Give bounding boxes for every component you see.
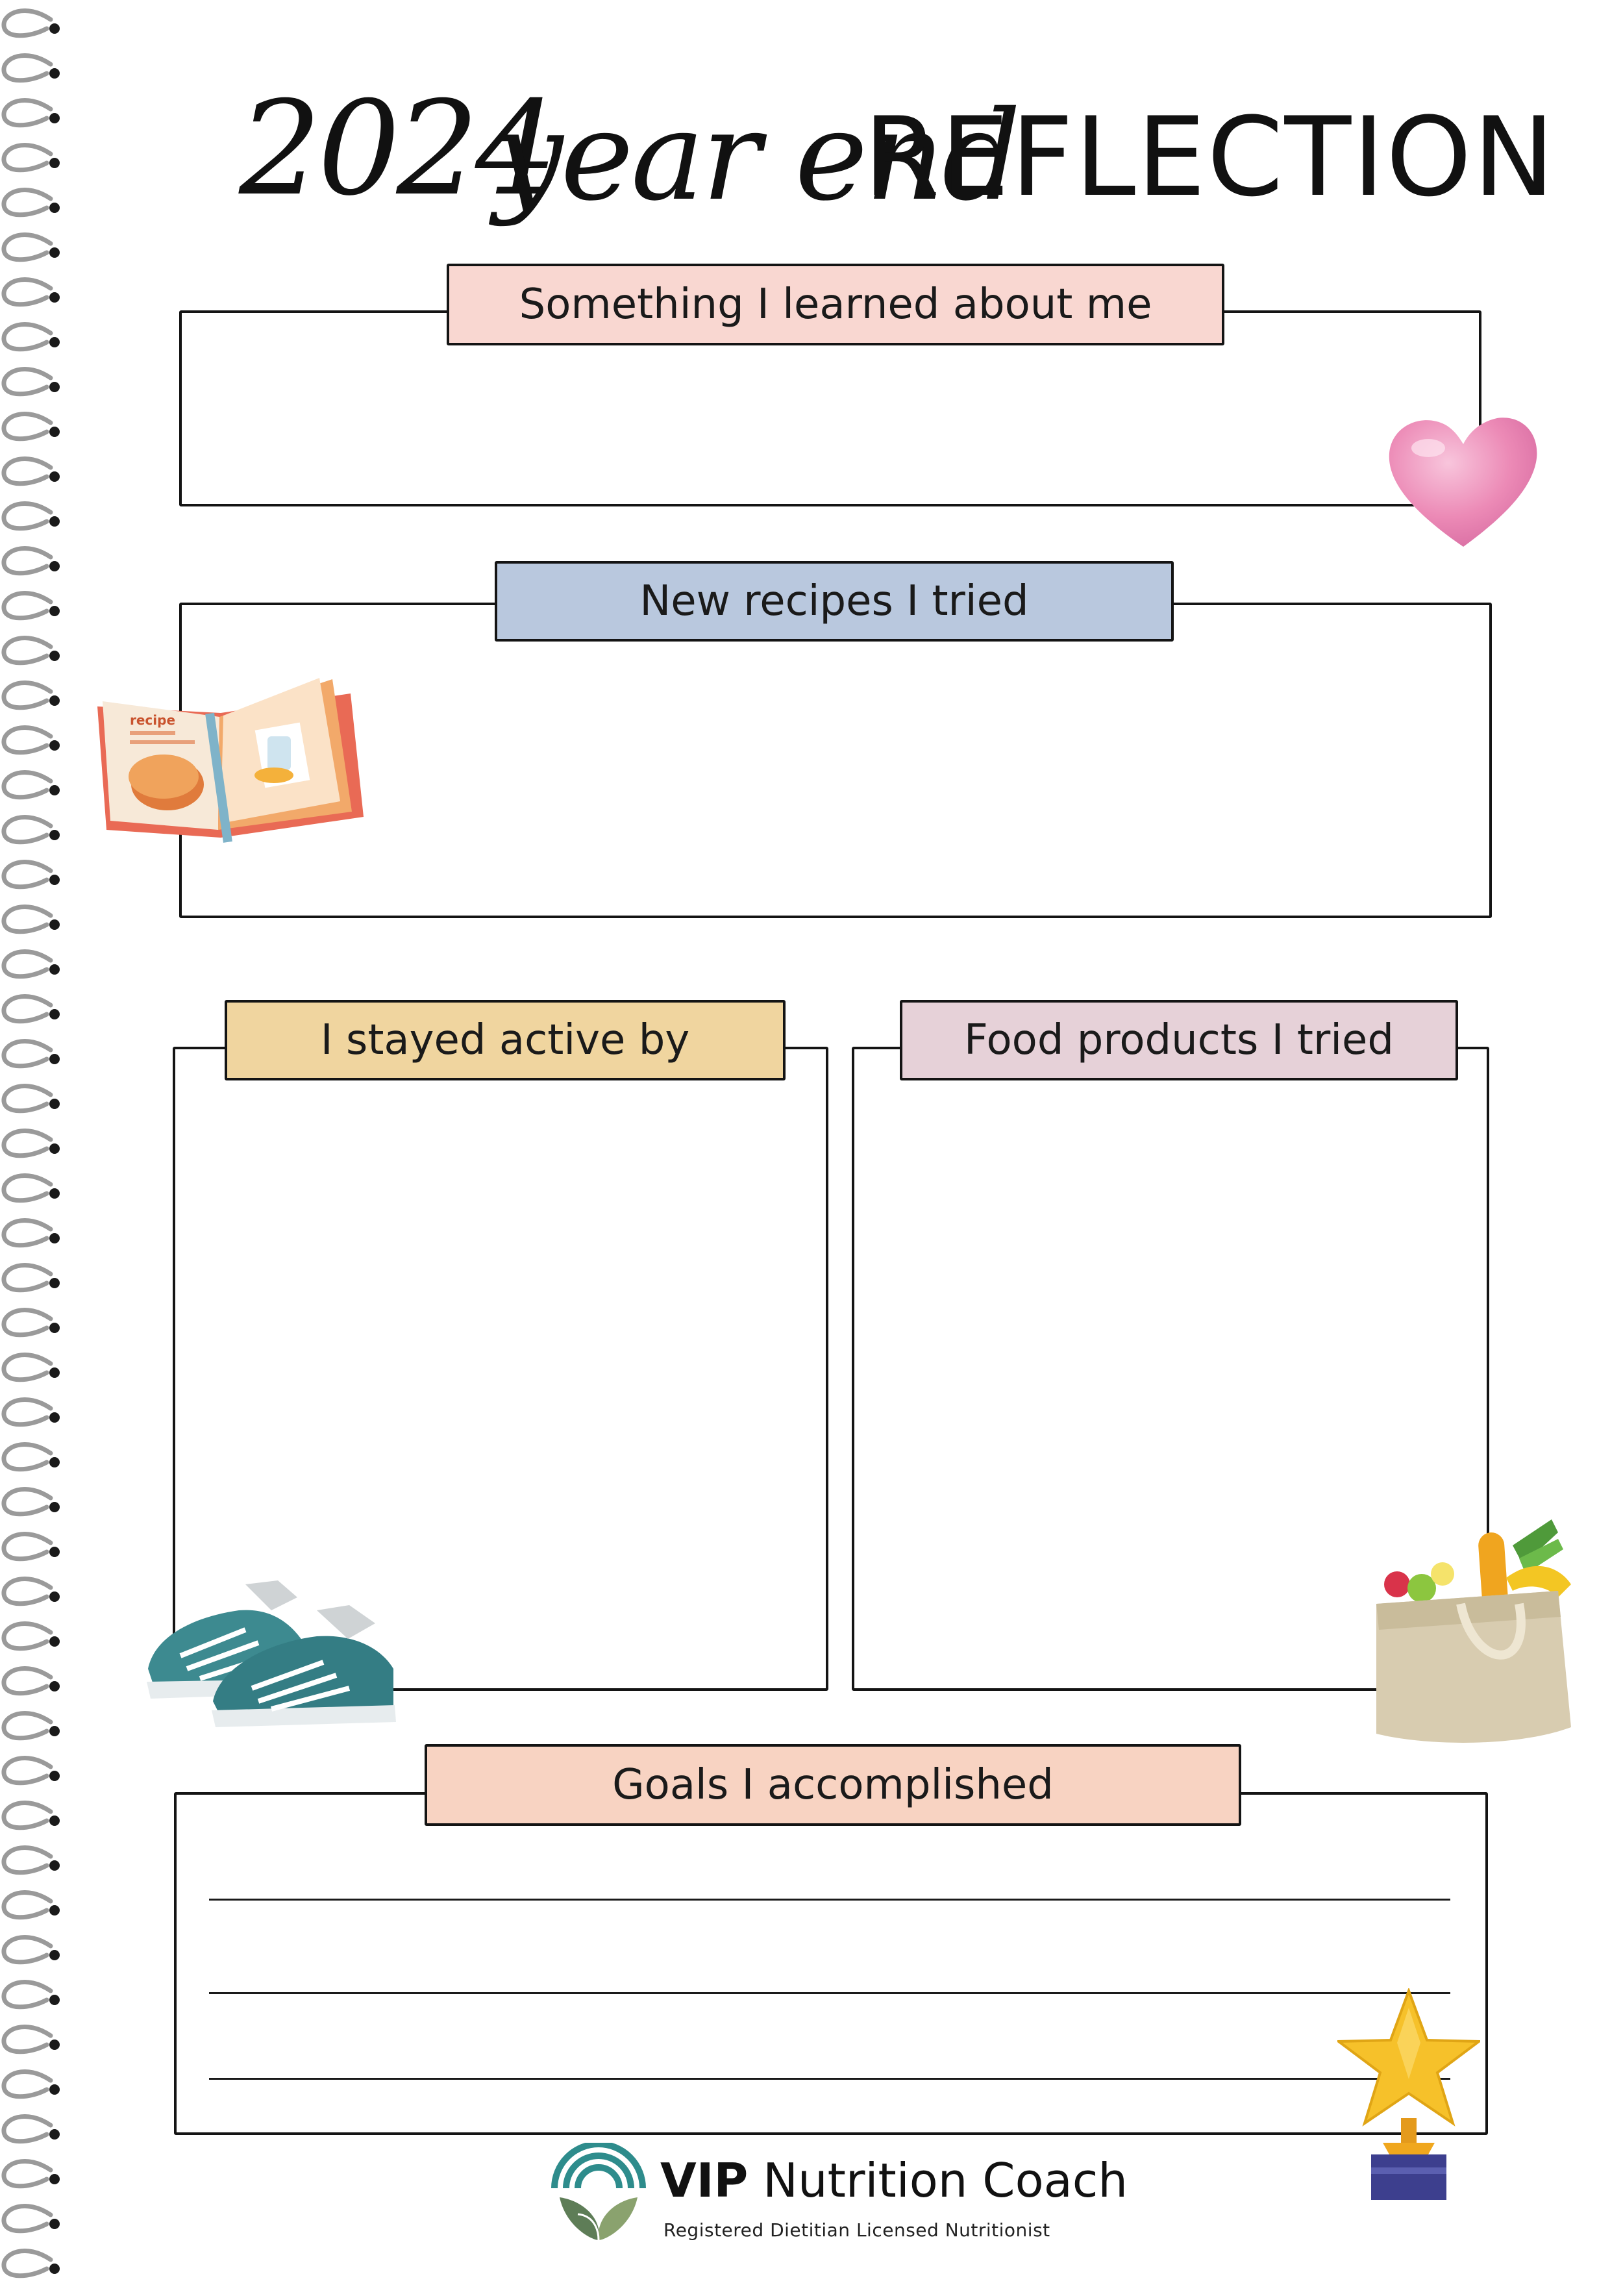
title-main: REFLECTION — [863, 94, 1556, 221]
grocery-bag-icon — [1376, 1519, 1571, 1743]
spiral-ring — [1, 501, 60, 531]
spiral-ring — [1, 2024, 60, 2054]
spiral-ring — [1, 1038, 60, 1069]
spiral-ring — [1, 1173, 60, 1203]
recipes-header: New recipes I tried — [495, 561, 1174, 642]
spiral-ring — [1, 725, 60, 755]
spiral-ring — [1, 1531, 60, 1562]
spiral-ring — [1, 456, 60, 486]
spiral-ring — [1, 1083, 60, 1114]
spiral-ring — [1, 1486, 60, 1517]
spiral-ring — [1, 2248, 60, 2278]
brand-name-bold: VIP — [660, 2153, 749, 2208]
spiral-ring — [1, 2114, 60, 2144]
spiral-ring — [1, 53, 60, 83]
spiral-ring — [1, 814, 60, 845]
spiral-ring — [1, 97, 60, 128]
spiral-ring — [1, 993, 60, 1024]
spiral-ring — [1, 1800, 60, 1830]
spiral-ring — [1, 1934, 60, 1965]
spiral-ring — [1, 8, 60, 38]
spiral-ring — [1, 411, 60, 442]
goals-label: Goals I accomplished — [612, 1761, 1054, 1809]
title-script: year end — [493, 84, 1021, 228]
spiral-ring — [1, 2203, 60, 2234]
spiral-ring — [1, 1890, 60, 1920]
brand-tagline: Registered Dietitian Licensed Nutritioni… — [663, 2219, 1050, 2241]
recipes-label: New recipes I tried — [639, 577, 1029, 625]
brand-name: VIP Nutrition Coach — [660, 2157, 1128, 2204]
spiral-ring — [1, 321, 60, 352]
star-trophy-icon — [1337, 1988, 1480, 2200]
sneakers-icon — [147, 1580, 396, 1727]
spiral-ring — [1, 590, 60, 621]
goals-writing-line — [209, 1992, 1450, 1994]
brand-logo: VIP Nutrition Coach Registered Dietitian… — [540, 2143, 1128, 2260]
spiral-ring — [1, 1262, 60, 1293]
goals-box[interactable] — [174, 1792, 1488, 2135]
spiral-ring — [1, 769, 60, 800]
recipe-book-label: recipe — [130, 712, 175, 728]
spiral-ring — [1, 1576, 60, 1606]
spiral-ring — [1, 1217, 60, 1248]
spiral-ring — [1, 1755, 60, 1786]
spiral-ring — [1, 904, 60, 934]
recipe-book-icon: recipe — [97, 678, 364, 843]
goals-writing-line — [209, 1899, 1450, 1901]
spiral-ring — [1, 859, 60, 890]
spiral-ring — [1, 142, 60, 173]
spiral-ring — [1, 545, 60, 576]
spiral-binding — [1, 8, 60, 2278]
active-label: I stayed active by — [320, 1016, 690, 1064]
spiral-ring — [1, 2069, 60, 2099]
spiral-ring — [1, 1845, 60, 1875]
spiral-ring — [1, 1621, 60, 1651]
spiral-ring — [1, 277, 60, 307]
food-label: Food products I tried — [963, 1016, 1394, 1064]
spiral-ring — [1, 1307, 60, 1338]
spiral-ring — [1, 635, 60, 666]
food-box[interactable] — [852, 1047, 1489, 1691]
spiral-ring — [1, 1128, 60, 1158]
page-title: 2024 year end REFLECTION — [0, 71, 1623, 240]
spiral-ring — [1, 2158, 60, 2189]
brand-name-rest: Nutrition Coach — [763, 2153, 1128, 2208]
learned-label: Something I learned about me — [519, 281, 1152, 329]
title-year: 2024 — [239, 73, 558, 225]
brand-leaf-icon — [551, 2143, 646, 2241]
spiral-ring — [1, 680, 60, 710]
food-header: Food products I tried — [900, 1000, 1458, 1080]
spiral-ring — [1, 232, 60, 262]
spiral-ring — [1, 1666, 60, 1696]
spiral-ring — [1, 1979, 60, 2010]
spiral-ring — [1, 187, 60, 218]
spiral-ring — [1, 1441, 60, 1472]
goals-header: Goals I accomplished — [425, 1744, 1241, 1826]
spiral-ring — [1, 1710, 60, 1741]
spiral-ring — [1, 1352, 60, 1382]
recipes-box[interactable] — [179, 603, 1492, 918]
learned-header: Something I learned about me — [447, 264, 1224, 345]
goals-writing-line — [209, 2078, 1450, 2080]
active-header: I stayed active by — [225, 1000, 786, 1080]
heart-icon — [1389, 418, 1537, 547]
spiral-ring — [1, 949, 60, 979]
spiral-ring — [1, 1397, 60, 1427]
active-box[interactable] — [173, 1047, 828, 1691]
spiral-ring — [1, 366, 60, 397]
